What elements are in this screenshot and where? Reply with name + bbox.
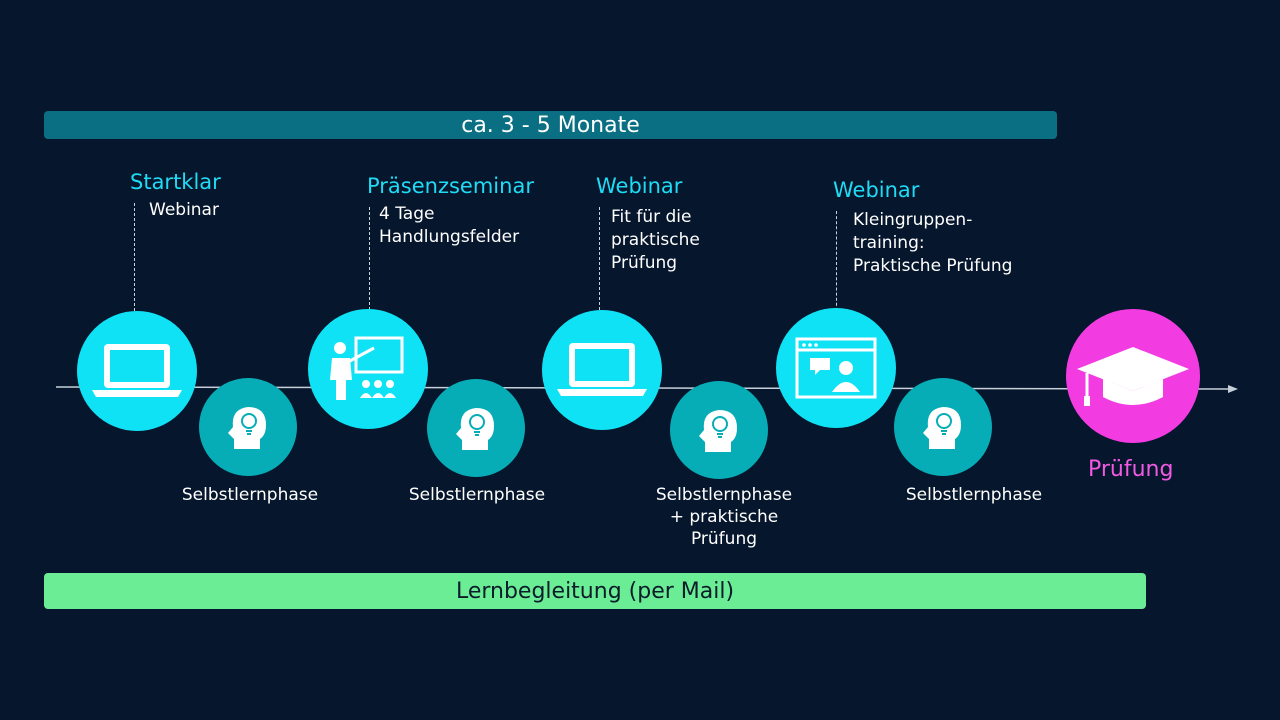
milestone-2-connector	[369, 207, 370, 310]
exam-label: Prüfung	[1088, 457, 1174, 482]
phase-1-circle	[199, 378, 297, 476]
duration-label: ca. 3 - 5 Monate	[461, 112, 640, 138]
milestone-4-line-3: Praktische Prüfung	[853, 256, 1013, 276]
phase-1-line-1: Selbstlernphase	[181, 485, 319, 505]
phase-3-line-3: Prüfung	[690, 529, 758, 549]
phase-4-label: Selbstlernphase	[899, 484, 1049, 506]
milestone-1-title: Startklar	[130, 170, 221, 194]
head-lightbulb-icon	[923, 407, 961, 449]
milestone-3-line-3: Prüfung	[611, 253, 678, 273]
phase-3-label: Selbstlernphase + praktische Prüfung	[648, 484, 800, 550]
milestone-4-title: Webinar	[833, 178, 920, 202]
milestone-1-details: Webinar	[149, 199, 219, 222]
milestone-4-circle	[776, 308, 896, 428]
phase-2-label: Selbstlernphase	[402, 484, 552, 506]
milestone-3-line-2: praktische	[611, 230, 700, 250]
milestone-2-title: Präsenzseminar	[367, 174, 534, 198]
milestone-3-circle	[542, 310, 662, 430]
milestone-1-line-1: Webinar	[149, 200, 219, 220]
teacher-class-icon	[330, 336, 404, 400]
support-bar: Lernbegleitung (per Mail)	[44, 573, 1146, 609]
milestone-4-line-1: Kleingruppen-	[853, 210, 973, 230]
phase-2-line-1: Selbstlernphase	[408, 485, 546, 505]
video-call-icon	[795, 337, 877, 399]
phase-3-line-2: + praktische	[669, 507, 779, 527]
milestone-3-line-1: Fit für die	[611, 207, 692, 227]
support-label: Lernbegleitung (per Mail)	[455, 578, 735, 604]
phase-4-line-1: Selbstlernphase	[905, 485, 1043, 505]
laptop-icon	[92, 344, 182, 397]
milestone-3-title: Webinar	[596, 174, 683, 198]
milestone-3-connector	[599, 207, 600, 310]
milestone-4-details: Kleingruppen- training: Praktische Prüfu…	[853, 209, 1012, 278]
milestone-1-circle	[77, 311, 197, 431]
head-lightbulb-icon	[228, 407, 266, 449]
graduation-cap-icon	[1077, 347, 1189, 406]
phase-2-circle	[427, 379, 525, 477]
milestone-3-details: Fit für die praktische Prüfung	[611, 206, 700, 275]
phase-4-circle	[894, 378, 992, 476]
exam-circle	[1066, 309, 1200, 443]
milestone-2-line-2: Handlungsfelder	[379, 227, 520, 247]
phase-3-line-1: Selbstlernphase	[655, 485, 793, 505]
head-lightbulb-icon	[699, 410, 737, 452]
phase-3-circle	[670, 381, 768, 479]
phase-1-label: Selbstlernphase	[175, 484, 325, 506]
milestone-2-details: 4 Tage Handlungsfelder	[379, 203, 519, 249]
milestone-2-line-1: 4 Tage	[379, 204, 435, 224]
duration-bar: ca. 3 - 5 Monate	[44, 111, 1057, 139]
laptop-icon	[557, 343, 647, 396]
milestone-2-circle	[308, 309, 428, 429]
milestone-4-line-2: training:	[853, 233, 925, 253]
head-lightbulb-icon	[456, 408, 494, 450]
milestone-1-connector	[134, 203, 135, 311]
milestone-4-connector	[836, 211, 837, 316]
